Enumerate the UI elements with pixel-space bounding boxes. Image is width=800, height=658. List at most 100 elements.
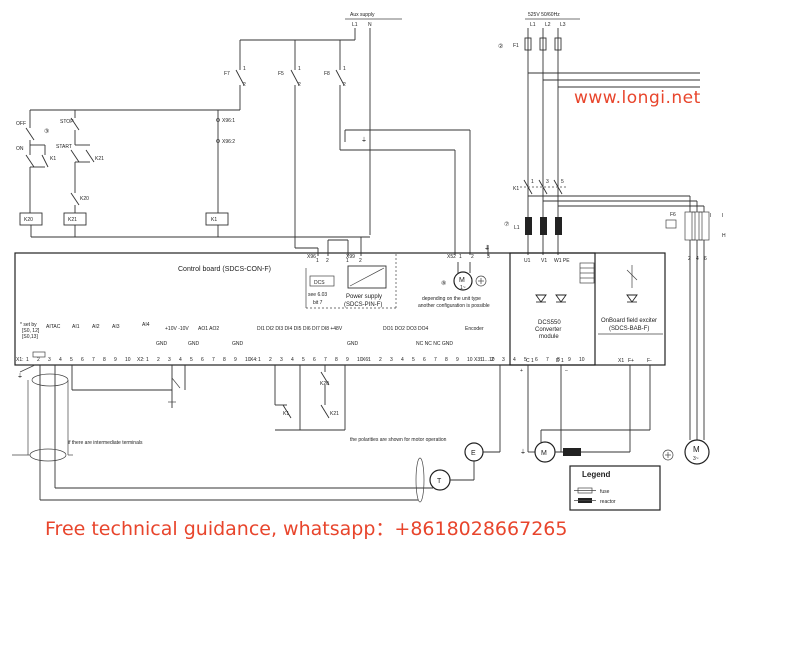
legend: Legend fuse reactor bbox=[569, 465, 661, 511]
x52-pin-1: 1 bbox=[459, 254, 462, 260]
control-logic: OFF ③ STOP ON START K1 K21 K20 K20 K21 K… bbox=[16, 109, 370, 238]
fan-note-2: another configuration is possible bbox=[418, 303, 490, 309]
k20-coil-label: K20 bbox=[24, 217, 33, 223]
mains-l3-label: L3 bbox=[560, 22, 566, 28]
mains-l1-label: L1 bbox=[530, 22, 536, 28]
group-do: DO1 DO2 DO3 DO4 bbox=[383, 326, 429, 332]
converter-d1: D 1 bbox=[556, 358, 564, 364]
reactor-l1-label: L1 bbox=[514, 225, 520, 231]
terminal-number: 10 bbox=[357, 357, 363, 363]
ac-motor-branch: F6 I I H 2 4 6 M 3~ bbox=[662, 211, 726, 465]
terminal-number: 1 bbox=[258, 357, 261, 363]
watermark-guidance: Free technical guidance, whatsapp：+86180… bbox=[45, 518, 568, 540]
k1-pin-1: 1 bbox=[531, 179, 534, 185]
f7-pin-2: 2 bbox=[243, 82, 246, 88]
terminal-number: 2 bbox=[269, 357, 272, 363]
ground-symbol-top: ⏚ bbox=[361, 137, 367, 144]
watermark-url: www.longi.net bbox=[574, 88, 701, 108]
dcs-relay-box bbox=[309, 275, 335, 287]
f6-pin-i: I bbox=[710, 213, 711, 219]
dcs-label: DCS bbox=[314, 280, 325, 286]
group-ai1: AI1 bbox=[72, 324, 80, 330]
terminal-rows: * set by [S0, 12] [S0,13] AITAC AI1 AI2 … bbox=[16, 322, 585, 363]
k1-coil-label: K1 bbox=[211, 217, 217, 223]
legend-reactor-label: reactor bbox=[600, 499, 616, 505]
ac-motor-fan-icon bbox=[662, 449, 674, 461]
terminal-number: 6 bbox=[81, 357, 84, 363]
field-x1: X1 bbox=[618, 358, 624, 364]
terminal-number: 9 bbox=[234, 357, 237, 363]
intermediate-note: if there are intermediate terminals bbox=[68, 440, 143, 446]
control-board-frame bbox=[14, 252, 666, 366]
terminal-number: 10 bbox=[125, 357, 131, 363]
power-supply-line1: Power supply bbox=[346, 294, 382, 300]
ac-motor-sub: 3~ bbox=[693, 456, 699, 462]
circled-eight: ⑧ bbox=[441, 280, 446, 287]
f6-out-6: 6 bbox=[704, 256, 707, 262]
f6-label: F6 bbox=[670, 212, 676, 218]
terminal-number: 1 bbox=[146, 357, 149, 363]
x99-pin-2: 2 bbox=[359, 258, 362, 264]
f6-out-4: 4 bbox=[696, 256, 699, 262]
f8-pin-2: 2 bbox=[343, 82, 346, 88]
x52-pin-3: 3 bbox=[487, 254, 490, 260]
group-gnd-1: GND bbox=[156, 341, 168, 347]
group-ai3: AI3 bbox=[112, 324, 120, 330]
group-gnd-3: GND bbox=[232, 341, 244, 347]
field-fplus: F+ bbox=[628, 358, 634, 364]
on-label: ON bbox=[16, 146, 24, 152]
terminal-number: 8 bbox=[335, 357, 338, 363]
terminal-number: 9 bbox=[114, 357, 117, 363]
group-encoder: Encoder bbox=[465, 326, 484, 332]
group-aitac: AITAC bbox=[46, 324, 61, 330]
mains-supply: 525V 50/60Hz L1 L2 L3 ② F1 K1 1 3 5 ⑦ L1 bbox=[498, 12, 705, 255]
terminal-number: 5 bbox=[302, 357, 305, 363]
set-by-line2: [S0, 12] bbox=[22, 328, 40, 334]
terminal-number: 7 bbox=[546, 357, 549, 363]
legend-box bbox=[569, 465, 661, 511]
aitac-burden bbox=[32, 351, 46, 358]
field-exciter-1: OnBoard field exciter bbox=[601, 318, 657, 324]
terminal-number: 8 bbox=[223, 357, 226, 363]
f1-label: F1 bbox=[513, 43, 519, 49]
di-k20-contact: K20 bbox=[320, 381, 329, 387]
converter-name-3: module bbox=[539, 334, 559, 340]
aux-fuses: F7 F5 F8 1 2 1 2 1 2 ⏚ bbox=[224, 40, 471, 255]
converter-name-1: DCS550 bbox=[538, 320, 561, 326]
shield-ellipse-2 bbox=[29, 448, 67, 462]
terminal-number: 4 bbox=[179, 357, 182, 363]
f6-switch-1 bbox=[684, 211, 696, 241]
terminal-number: 7 bbox=[434, 357, 437, 363]
terminal-number: 5 bbox=[412, 357, 415, 363]
terminal-number: 1 bbox=[26, 357, 29, 363]
terminal-x3: X3: bbox=[474, 357, 482, 363]
terminal-number: 2 bbox=[37, 357, 40, 363]
ac-motor-symbol bbox=[684, 439, 710, 465]
circled-three: ③ bbox=[44, 128, 49, 135]
f6-pin-h: H bbox=[722, 233, 726, 239]
terminal-number: 9 bbox=[568, 357, 571, 363]
fan-note-1: depending on the unit type bbox=[422, 296, 481, 302]
terminal-number: 6 bbox=[423, 357, 426, 363]
terminal-number: 4 bbox=[291, 357, 294, 363]
x96-2-label: X96:2 bbox=[222, 139, 235, 145]
x99-pin-1: 1 bbox=[346, 258, 349, 264]
f6-out-2: 2 bbox=[688, 256, 691, 262]
terminal-number: 1 bbox=[480, 357, 483, 363]
mains-l2-label: L2 bbox=[545, 22, 551, 28]
aux-n-label: N bbox=[368, 22, 372, 28]
terminal-number: 10 bbox=[245, 357, 251, 363]
k1-pin-3: 3 bbox=[546, 179, 549, 185]
reactor-phase-3 bbox=[555, 217, 562, 235]
power-supply-symbol bbox=[347, 265, 387, 289]
di-k1-contact: K1 bbox=[283, 411, 289, 417]
k21-coil-label: K21 bbox=[68, 217, 77, 223]
terminal-number: 3 bbox=[168, 357, 171, 363]
fan-icon bbox=[475, 275, 487, 287]
converter-module-box bbox=[509, 252, 596, 366]
field-fminus: F- bbox=[647, 358, 652, 364]
converter-w1pe: W1 PE bbox=[554, 258, 570, 264]
terminal-number: 7 bbox=[92, 357, 95, 363]
group-ai4: AI4 bbox=[142, 322, 150, 328]
fan-motor-symbol bbox=[453, 271, 473, 291]
